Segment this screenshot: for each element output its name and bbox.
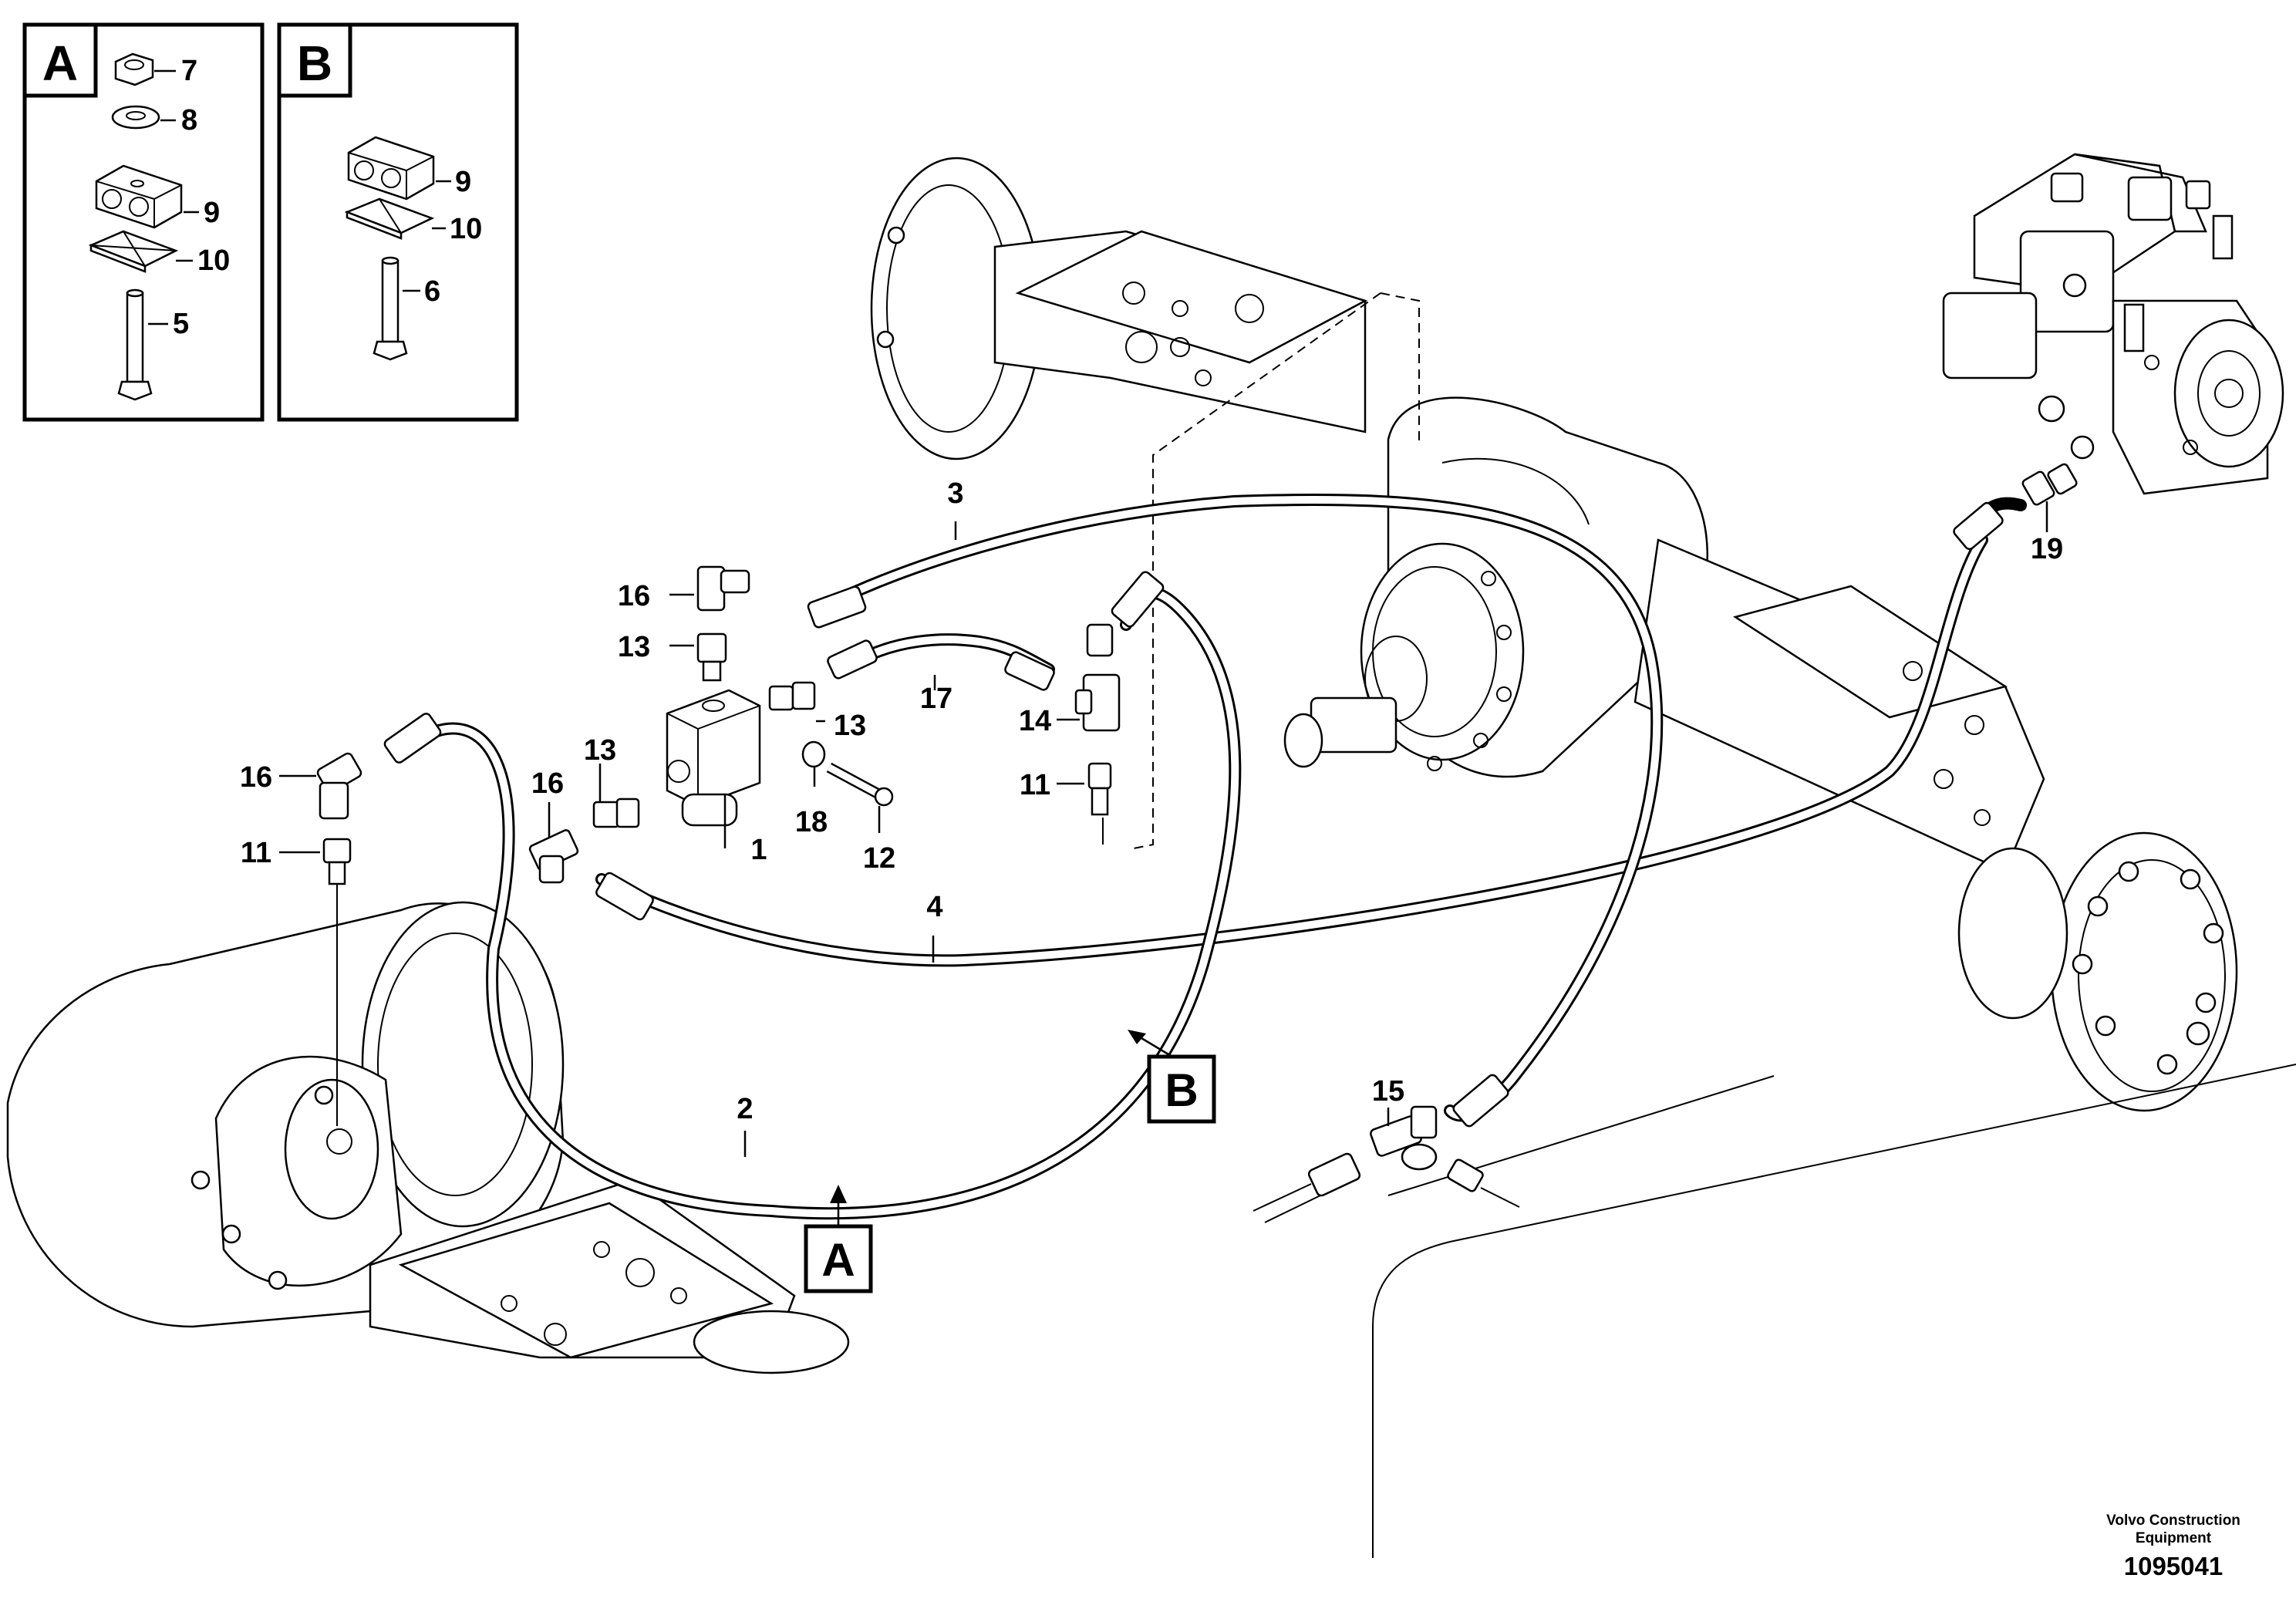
ref-b-letter: B [1165,1064,1198,1116]
valve-block [666,689,761,827]
section-line [1133,292,1381,849]
tee-fitting-15 [1253,1105,1520,1223]
brand-line-2: Equipment [2136,1530,2212,1546]
inset-a-label-10: 10 [197,244,230,277]
plate-part [344,197,435,240]
inset-a: A 7 8 9 [22,22,265,422]
adapter-13-right [768,681,816,711]
washer-18 [801,740,826,768]
nut-part [114,52,154,86]
rear-axle [870,157,2238,1112]
callout-11-left: 11 [241,837,271,869]
callout-11-center: 11 [1020,769,1050,801]
hose-fittings [383,501,2004,1128]
elbow-fitting-16-top [696,565,750,612]
inset-a-label-7: 7 [181,55,197,87]
hose-2 [410,586,1242,1220]
callout-16-left: 16 [240,761,272,794]
inset-b: B 9 10 6 [277,22,519,422]
ref-a-letter: A [821,1234,855,1286]
adapter-11-left [322,838,352,1126]
hose-4 [595,534,1988,967]
frame-outline [1372,1064,2296,1558]
callout-13-top: 13 [618,631,650,663]
callout-4: 4 [926,891,942,923]
inset-b-label-10: 10 [450,213,482,245]
adapter-13-left [592,798,640,828]
callout-14: 14 [1019,705,1051,737]
plate-part [88,230,179,273]
bolt-part [373,256,408,361]
clamp-block-part [347,136,435,201]
inset-a-label-9: 9 [204,197,220,229]
elbow-fitting-16-lower [528,829,579,884]
brand-line-1: Volvo Construction [2106,1512,2240,1529]
callout-13-right: 13 [834,710,866,742]
inset-a-letter: A [42,35,78,91]
adapter-11-center [1087,762,1112,816]
ref-b: B [1128,1030,1216,1124]
callout-19: 19 [2031,533,2063,565]
callout-13-lower: 13 [584,734,616,767]
callout-1: 1 [750,834,767,866]
ref-a: A [804,1185,873,1293]
callout-2: 2 [737,1093,753,1125]
inset-b-label-6: 6 [424,275,440,308]
callout-15: 15 [1372,1075,1404,1108]
screw-12 [826,762,894,807]
callout-3: 3 [947,477,963,510]
section-line [1380,292,1420,443]
inset-a-label-5: 5 [173,308,189,340]
tee-fitting-14 [1074,623,1121,732]
callout-16-top: 16 [618,580,650,612]
fitting-19 [2021,463,2078,506]
callout-12: 12 [863,842,895,875]
hose-3 [811,493,1664,1122]
inset-a-label-8: 8 [181,104,197,137]
elbow-fitting-16-left [316,752,362,820]
callout-17: 17 [920,683,952,715]
inset-b-label-9: 9 [455,166,471,198]
inset-b-letter: B [297,35,332,91]
clamp-block-part [95,164,183,229]
callout-18: 18 [795,806,828,838]
leader-lines [279,501,2048,1157]
front-axle [6,901,850,1374]
drawing-number: 1095041 [2124,1552,2223,1580]
bolt-part [117,288,153,401]
adapter-13-top [696,632,727,682]
callout-16-lower: 16 [531,767,564,800]
hydraulic-pump [1942,153,2284,495]
washer-part [111,105,160,130]
